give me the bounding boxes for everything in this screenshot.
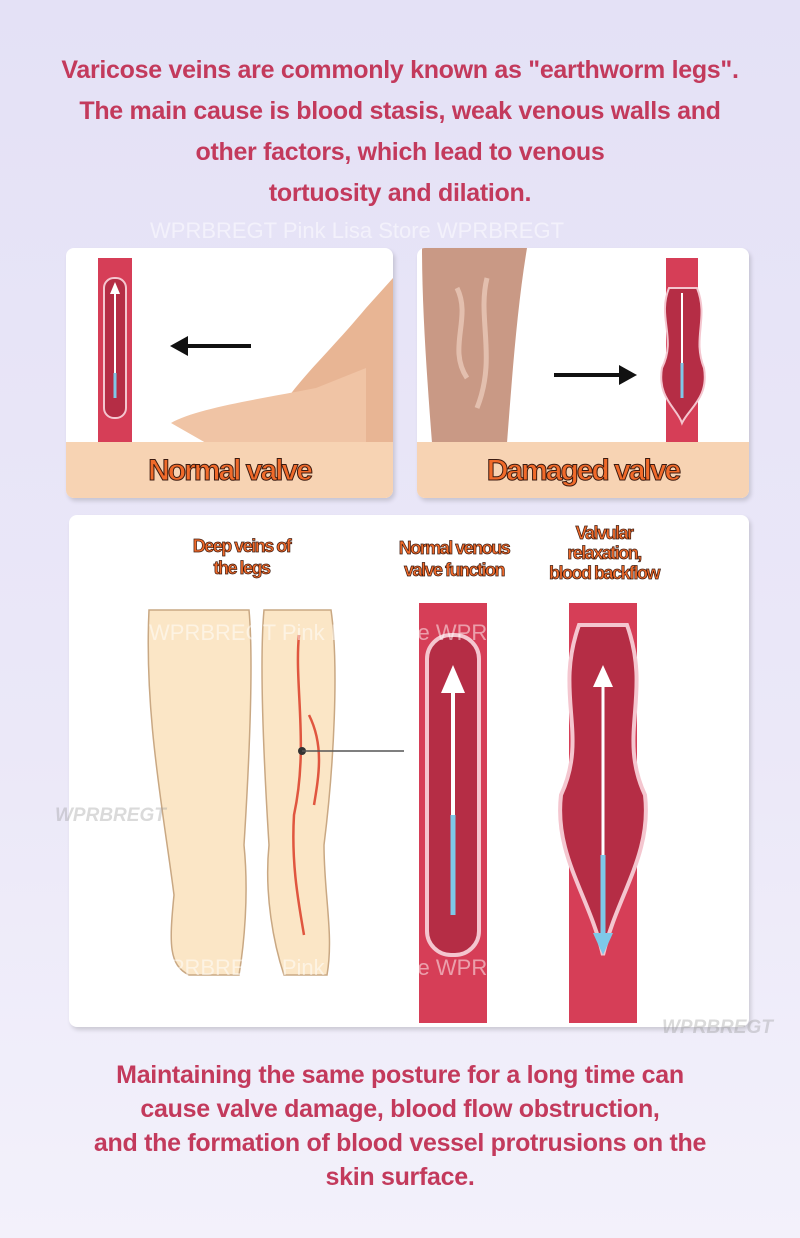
brand-watermark: WPRBREGT: [662, 1017, 773, 1038]
varicose-leg-illustration: [422, 248, 706, 443]
closing-text: Maintaining the same posture for a long …: [0, 1058, 800, 1194]
brand-watermark: WPRBREGT: [55, 805, 166, 826]
normal-valve-panel: Normal valve: [66, 248, 393, 498]
store-watermark: WPRBREGT Pink Lisa Store WPRBREGT: [149, 620, 564, 645]
intro-line: Varicose veins are commonly known as "ea…: [61, 56, 739, 84]
store-watermark: WPRBREGT Pink Lisa Store WPRBREGT: [149, 955, 564, 980]
label-line: Valvular: [575, 523, 634, 544]
normal-leg-illustration: [98, 258, 393, 443]
label-band: [66, 442, 393, 498]
vein-diagram: [147, 603, 648, 1023]
valvular-relaxation-label: Valvular relaxation, blood backflow: [529, 523, 679, 584]
normal-valve-label: Normal valve: [148, 454, 314, 488]
closing-line: skin surface.: [325, 1163, 475, 1191]
store-watermark: WPRBREGT Pink Lisa Store WPRBREGT: [150, 218, 565, 243]
deep-veins-label: Deep veins of the legs: [169, 535, 314, 579]
label-band: [417, 442, 749, 498]
vein-diagram-panel: Deep veins of the legs Normal venous val…: [69, 515, 749, 1027]
damaged-valve-panel: Damaged valve: [417, 248, 749, 498]
label-line: relaxation,: [567, 543, 643, 564]
intro-text: Varicose veins are commonly known as "ea…: [0, 50, 800, 214]
intro-line: tortuosity and dilation.: [268, 179, 532, 207]
closing-line: and the formation of blood vessel protru…: [93, 1129, 707, 1157]
intro-line: other factors, which lead to venous: [195, 138, 605, 166]
intro-line: The main cause is blood stasis, weak ven…: [79, 97, 721, 125]
label-line: the legs: [213, 558, 271, 579]
label-line: blood backflow: [548, 563, 661, 584]
normal-function-label: Normal venous valve function: [379, 537, 529, 581]
closing-line: cause valve damage, blood flow obstructi…: [140, 1095, 660, 1123]
label-line: valve function: [403, 560, 506, 581]
label-line: Normal venous: [398, 538, 511, 559]
label-line: Deep veins of: [192, 536, 292, 557]
damaged-valve-label: Damaged valve: [486, 454, 681, 488]
closing-line: Maintaining the same posture for a long …: [116, 1061, 684, 1089]
